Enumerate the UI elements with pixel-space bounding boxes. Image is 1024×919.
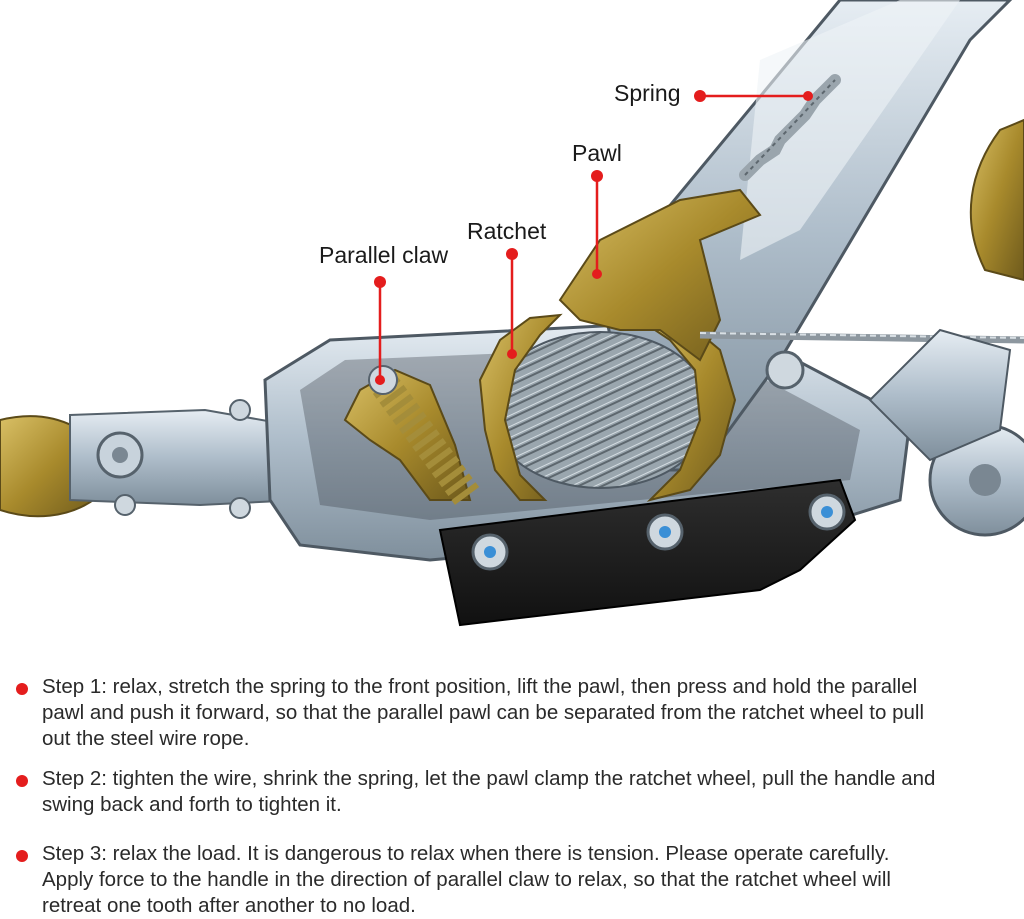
pawl (558, 188, 762, 362)
bullet-icon (16, 850, 28, 862)
base-plate (438, 350, 857, 627)
ratchet-wheel (478, 313, 737, 502)
pawl-callout-dot (591, 170, 603, 182)
right-hook (868, 118, 1024, 537)
ratchet-callout-dot (506, 248, 518, 260)
left-hook (0, 399, 302, 519)
steel-cable (699, 331, 1024, 344)
spring-label: Spring (614, 80, 681, 106)
step-1-text: Step 1: relax, stretch the spring to the… (42, 675, 925, 750)
spring-callout-end (803, 91, 813, 101)
pawl-label: Pawl (572, 140, 622, 166)
bullet-icon (16, 683, 28, 695)
parallel-claw-callout-dot (374, 276, 386, 288)
spring-callout-dot (694, 90, 706, 102)
parallel-claw-label: Parallel claw (319, 242, 449, 268)
bullet-icon (16, 775, 28, 787)
step-3-text: Step 3: relax the load. It is dangerous … (42, 842, 891, 917)
ratchet-label: Ratchet (467, 218, 547, 244)
parallel-claw-callout-end (375, 375, 385, 385)
ratchet-puller-illustration (0, 0, 1024, 627)
spring (739, 74, 841, 181)
step-2-text: Step 2: tighten the wire, shrink the spr… (42, 767, 936, 816)
ratchet-callout-end (507, 349, 517, 359)
callout-lines (374, 90, 813, 385)
pawl-callout-end (592, 269, 602, 279)
